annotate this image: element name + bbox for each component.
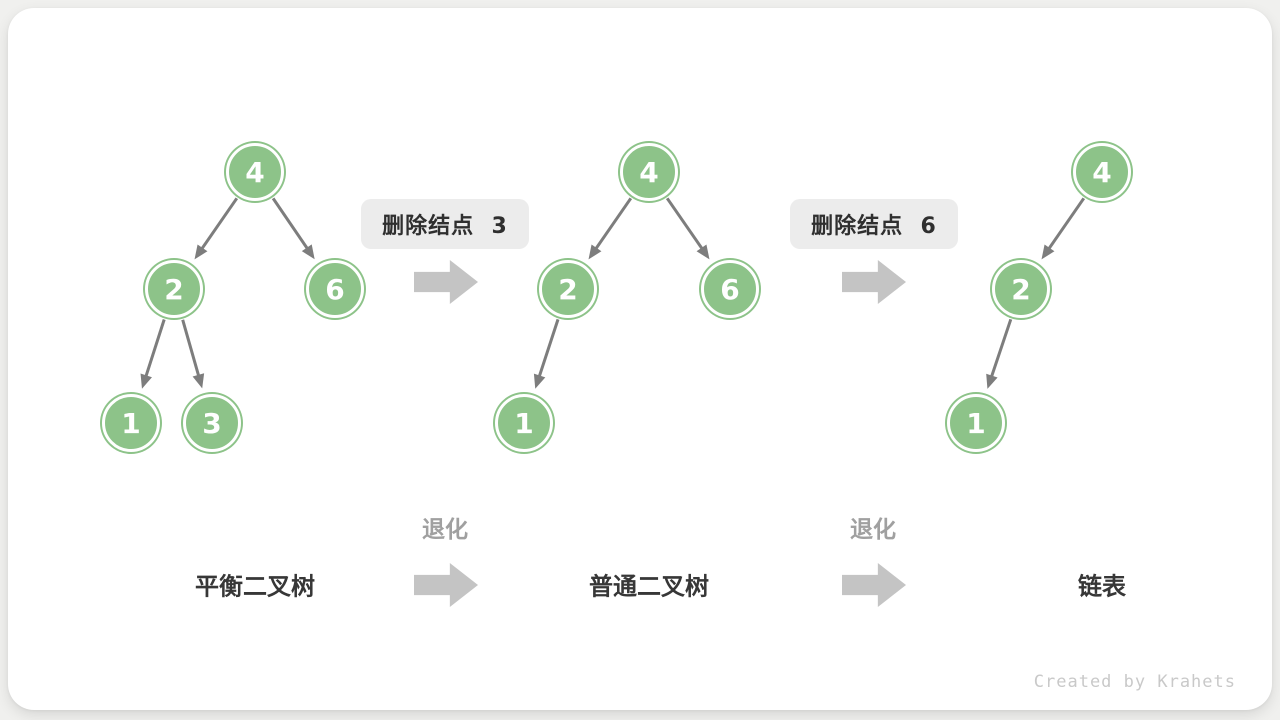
tree-node-3: 3: [183, 394, 241, 452]
tree-edges-layer: [140, 197, 1086, 389]
credit-text: Created by Krahets: [1033, 672, 1236, 692]
tree-edge: [533, 318, 560, 389]
tree-edge: [194, 197, 239, 260]
degrade-label: 退化: [850, 517, 896, 543]
tree-edge: [1041, 197, 1086, 260]
step-label: 删除结点 3: [361, 199, 529, 249]
tree-edge: [986, 318, 1013, 389]
degrade-label: 退化: [422, 517, 468, 543]
tree-node-6: 6: [701, 260, 759, 318]
tree-title: 平衡二叉树: [195, 572, 315, 601]
tree-node-4: 4: [620, 143, 678, 201]
tree-node-6: 6: [306, 260, 364, 318]
step-label: 删除结点 6: [790, 199, 958, 249]
tree-edge: [665, 197, 710, 260]
tree-node-4: 4: [1073, 143, 1131, 201]
tree-title: 链表: [1078, 572, 1126, 601]
tree-node-2: 2: [145, 260, 203, 318]
tree-node-1: 1: [947, 394, 1005, 452]
tree-node-4: 4: [226, 143, 284, 201]
tree-edge: [588, 197, 633, 260]
tree-title: 普通二叉树: [589, 572, 709, 601]
tree-node-2: 2: [539, 260, 597, 318]
tree-edge: [271, 197, 315, 260]
tree-edge: [181, 319, 205, 389]
tree-edge: [140, 319, 166, 389]
tree-node-1: 1: [495, 394, 553, 452]
tree-node-2: 2: [992, 260, 1050, 318]
tree-node-1: 1: [102, 394, 160, 452]
